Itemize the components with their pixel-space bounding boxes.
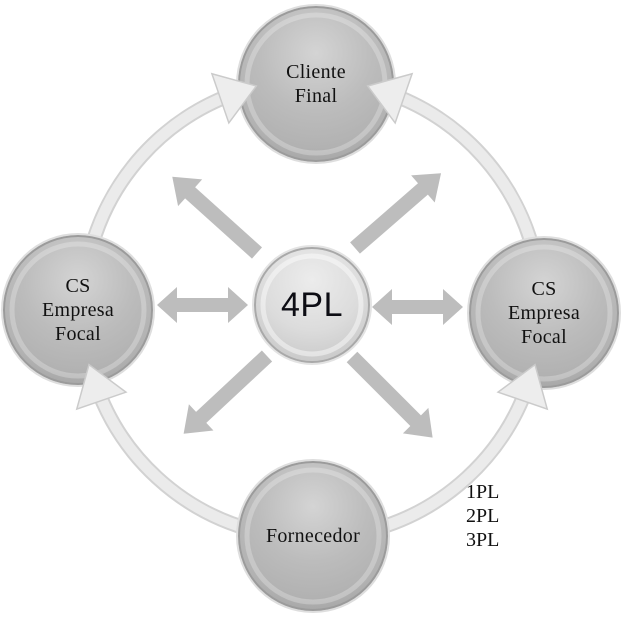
node-label-fornecedor: Fornecedor	[233, 524, 393, 548]
label-line: Empresa	[507, 302, 581, 324]
node-label-cs-empresa-focal-right: CS Empresa Focal	[474, 277, 614, 349]
ring-arrowhead-to-cliente-final-right-icon	[366, 72, 414, 125]
label-line: CS	[531, 278, 557, 300]
hub-label-4pl: 4PL	[281, 286, 343, 324]
node-label-cliente-final: Cliente Final	[246, 60, 386, 108]
label-line: Cliente	[286, 61, 346, 83]
ring-arrowhead-to-cliente-final-left-icon	[210, 72, 258, 125]
label-line: Focal	[521, 326, 567, 348]
diagonal-arrow-up-right-icon	[350, 173, 442, 254]
label-line: CS	[65, 275, 91, 297]
cycle-arrowheads	[75, 72, 549, 411]
label-line: Fornecedor	[265, 525, 361, 547]
ring-arrowhead-to-cs-left-icon	[75, 363, 128, 411]
diagonal-arrow-down-right-icon	[346, 351, 433, 438]
note-line: 1PL	[466, 481, 500, 503]
horizontal-double-arrow-right-icon	[372, 289, 463, 325]
label-line: Focal	[55, 323, 101, 345]
node-circle-fornecedor	[236, 459, 390, 613]
diagonal-arrow-down-left-icon	[183, 350, 273, 434]
node-label-cs-empresa-focal-left: CS Empresa Focal	[8, 274, 148, 346]
diagonal-arrow-up-left-icon	[172, 176, 263, 259]
hub-circle-4pl	[252, 245, 372, 365]
ring-arc-top-right	[384, 85, 543, 260]
hub-arrows	[157, 173, 463, 438]
label-line: Empresa	[41, 299, 115, 321]
node-circle-cs-empresa-focal-right	[467, 236, 621, 390]
cycle-ring	[81, 85, 543, 539]
node-circles	[1, 4, 621, 613]
horizontal-double-arrow-left-icon	[157, 287, 248, 323]
note-line: 3PL	[466, 529, 500, 551]
ring-arrowhead-to-cs-right-icon	[496, 363, 549, 411]
note-line: 2PL	[466, 505, 500, 527]
side-note-pl-levels: 1PL 2PL 3PL	[466, 480, 536, 552]
node-circle-cs-empresa-focal-left	[1, 233, 155, 387]
ring-arc-bottom-left	[88, 381, 259, 539]
label-line: Final	[294, 85, 338, 107]
ring-arc-bottom-right	[365, 381, 536, 539]
ring-arc-top-left	[81, 85, 240, 260]
